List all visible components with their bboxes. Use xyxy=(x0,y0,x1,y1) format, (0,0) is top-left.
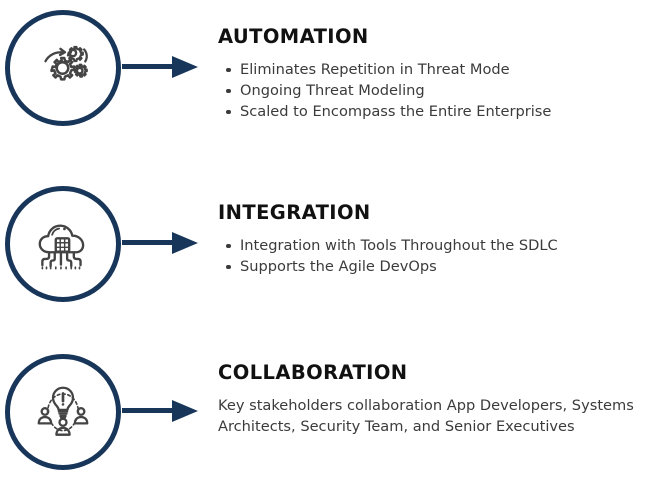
cloud-chip-integration-icon xyxy=(38,224,85,270)
gears-automation-icon xyxy=(44,45,88,81)
bullet-list-integration: Integration with Tools Throughout the SD… xyxy=(218,235,648,277)
icon-circle-collaboration xyxy=(5,354,121,470)
badge-automation xyxy=(5,10,198,130)
section-integration: INTEGRATION Integration with Tools Throu… xyxy=(0,176,654,336)
content-integration: INTEGRATION Integration with Tools Throu… xyxy=(218,202,648,277)
badge-integration xyxy=(5,186,198,306)
bullet-list-automation: Eliminates Repetition in Threat Mode Ong… xyxy=(218,59,648,122)
badge-collaboration xyxy=(5,354,198,474)
list-item: Supports the Agile DevOps xyxy=(218,256,648,277)
heading-automation: AUTOMATION xyxy=(218,25,369,48)
arrow-right-integration xyxy=(122,232,198,254)
paragraph-collaboration: Key stakeholders collaboration App Devel… xyxy=(218,397,634,436)
heading-collaboration: COLLABORATION xyxy=(218,361,408,384)
list-item: Ongoing Threat Modeling xyxy=(218,80,648,101)
heading-integration: INTEGRATION xyxy=(218,201,371,224)
icon-circle-integration xyxy=(5,186,121,302)
list-item: Integration with Tools Throughout the SD… xyxy=(218,235,648,256)
section-collaboration: COLLABORATION Key stakeholders collabora… xyxy=(0,344,654,479)
content-collaboration: COLLABORATION Key stakeholders collabora… xyxy=(218,362,648,437)
icon-circle-automation xyxy=(5,10,121,126)
arrow-right-automation xyxy=(122,56,198,78)
section-automation: AUTOMATION Eliminates Repetition in Thre… xyxy=(0,0,654,160)
arrow-right-collaboration xyxy=(122,400,198,422)
lightbulb-people-collaboration-icon xyxy=(37,386,89,436)
list-item: Scaled to Encompass the Entire Enterpris… xyxy=(218,101,648,122)
list-item: Eliminates Repetition in Threat Mode xyxy=(218,59,648,80)
content-automation: AUTOMATION Eliminates Repetition in Thre… xyxy=(218,26,648,122)
